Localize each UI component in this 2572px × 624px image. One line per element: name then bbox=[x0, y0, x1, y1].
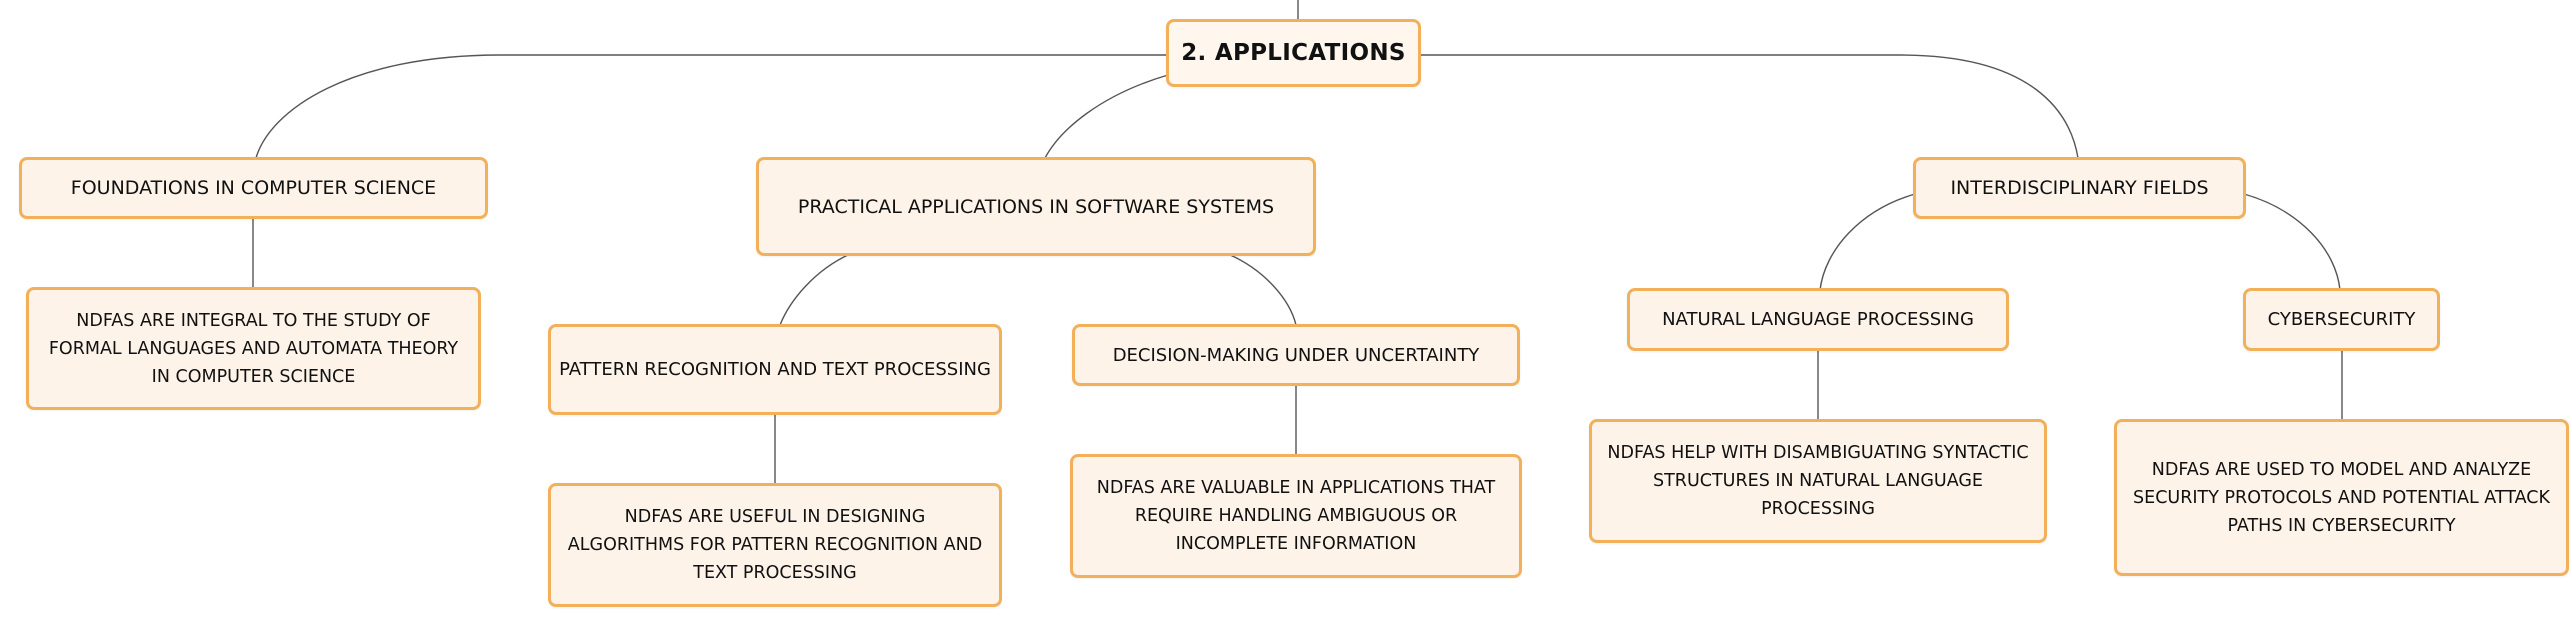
topic-interdisciplinary[interactable]: INTERDISCIPLINARY FIELDS bbox=[1913, 157, 2246, 219]
connector-root-interdisciplinary bbox=[1418, 54, 2079, 159]
connector-practical-pattern bbox=[779, 253, 851, 326]
detail-nlp-text: NDFAS HELP WITH DISAMBIGUATING SYNTACTIC… bbox=[1607, 443, 2029, 519]
topic-practical-applications-label: PRACTICAL APPLICATIONS IN SOFTWARE SYSTE… bbox=[797, 195, 1275, 218]
connector-interdisciplinary-cyber bbox=[2243, 193, 2341, 291]
subtopic-cybersecurity-label: CYBERSECURITY bbox=[2267, 309, 2416, 330]
subtopic-pattern-recognition[interactable]: PATTERN RECOGNITION AND TEXT PROCESSING bbox=[548, 324, 1002, 415]
subtopic-cybersecurity[interactable]: CYBERSECURITY bbox=[2243, 288, 2440, 351]
detail-cybersecurity[interactable]: NDFAS ARE USED TO MODEL AND ANALYZE SECU… bbox=[2114, 419, 2569, 576]
detail-nlp[interactable]: NDFAS HELP WITH DISAMBIGUATING SYNTACTIC… bbox=[1589, 419, 2047, 543]
detail-foundations[interactable]: NDFAS ARE INTEGRAL TO THE STUDY OF FORMA… bbox=[26, 287, 481, 410]
connector-interdisciplinary-nlp bbox=[1819, 193, 1916, 291]
root-node-label: 2. APPLICATIONS bbox=[1181, 40, 1406, 66]
connector-root-foundations bbox=[255, 54, 1168, 159]
subtopic-pattern-recognition-label: PATTERN RECOGNITION AND TEXT PROCESSING bbox=[559, 359, 991, 380]
detail-pattern-recognition[interactable]: NDFAS ARE USEFUL IN DESIGNING ALGORITHMS… bbox=[548, 483, 1002, 607]
topic-interdisciplinary-label: INTERDISCIPLINARY FIELDS bbox=[1950, 177, 2209, 199]
detail-decision-making-text: NDFAS ARE VALUABLE IN APPLICATIONS THAT … bbox=[1096, 478, 1496, 554]
topic-foundations-label: FOUNDATIONS IN COMPUTER SCIENCE bbox=[70, 177, 437, 199]
topic-foundations[interactable]: FOUNDATIONS IN COMPUTER SCIENCE bbox=[19, 157, 488, 219]
connector-root-practical bbox=[1044, 74, 1169, 159]
detail-pattern-recognition-text: NDFAS ARE USEFUL IN DESIGNING ALGORITHMS… bbox=[567, 507, 983, 583]
detail-decision-making[interactable]: NDFAS ARE VALUABLE IN APPLICATIONS THAT … bbox=[1070, 454, 1522, 578]
detail-cybersecurity-text: NDFAS ARE USED TO MODEL AND ANALYZE SECU… bbox=[2133, 459, 2550, 536]
subtopic-nlp[interactable]: NATURAL LANGUAGE PROCESSING bbox=[1627, 288, 2009, 351]
subtopic-decision-making-label: DECISION-MAKING UNDER UNCERTAINTY bbox=[1112, 344, 1480, 366]
subtopic-decision-making[interactable]: DECISION-MAKING UNDER UNCERTAINTY bbox=[1072, 324, 1520, 386]
subtopic-nlp-label: NATURAL LANGUAGE PROCESSING bbox=[1662, 309, 1974, 330]
topic-practical-applications[interactable]: PRACTICAL APPLICATIONS IN SOFTWARE SYSTE… bbox=[756, 157, 1316, 256]
root-node[interactable]: 2. APPLICATIONS bbox=[1166, 19, 1421, 87]
detail-foundations-text: NDFAS ARE INTEGRAL TO THE STUDY OF FORMA… bbox=[48, 310, 459, 387]
connector-practical-decision bbox=[1227, 253, 1297, 326]
